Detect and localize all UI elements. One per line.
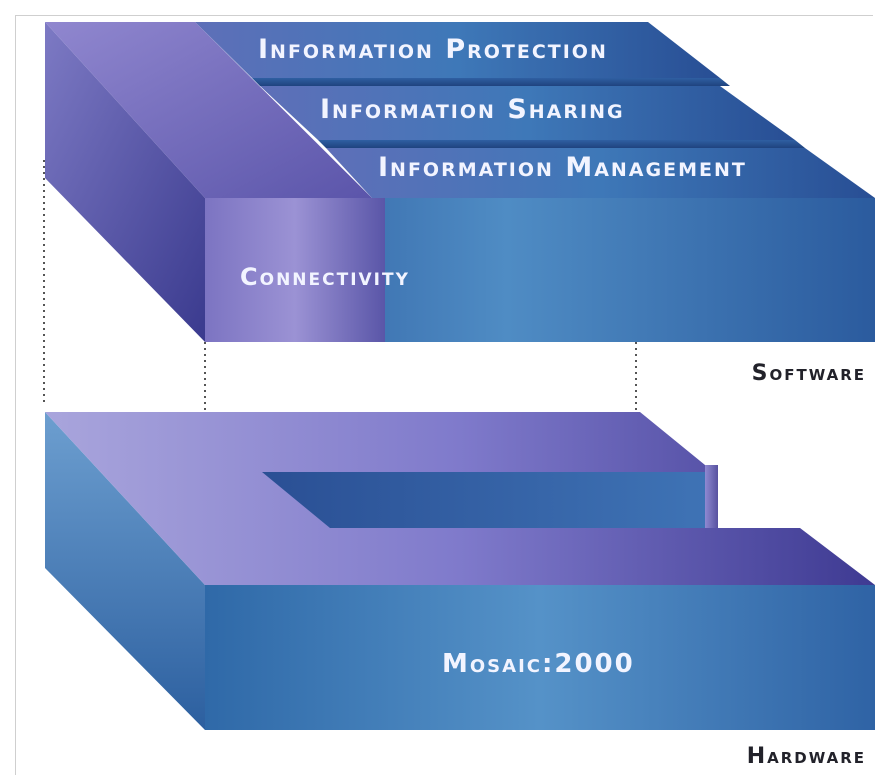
layer-strip-sharing-edge (318, 140, 805, 148)
layer-strip-sharing (260, 86, 795, 140)
software-left-side (45, 22, 205, 342)
layer-label-sharing: Information Sharing (320, 94, 625, 125)
layer-strip-protection (195, 22, 720, 78)
hardware-left-side (45, 412, 205, 730)
hardware-recess (262, 472, 718, 528)
layer-label-protection: Information Protection (258, 34, 608, 65)
mosaic-label: Mosaic:2000 (442, 649, 635, 679)
hardware-block (45, 412, 875, 730)
software-section-label: Software (752, 361, 866, 386)
software-left-top (45, 22, 372, 198)
diagram-frame (15, 15, 873, 775)
layer-strip-protection-edge (252, 78, 730, 86)
hardware-step-face (705, 465, 718, 528)
software-block (45, 22, 875, 342)
connectivity-label: Connectivity (240, 263, 410, 291)
hardware-section-label: Hardware (747, 744, 866, 769)
layer-label-management: Information Management (378, 152, 747, 183)
layer-strip-management (326, 148, 875, 198)
connectivity-column (205, 198, 385, 342)
hardware-front-face (205, 585, 875, 730)
